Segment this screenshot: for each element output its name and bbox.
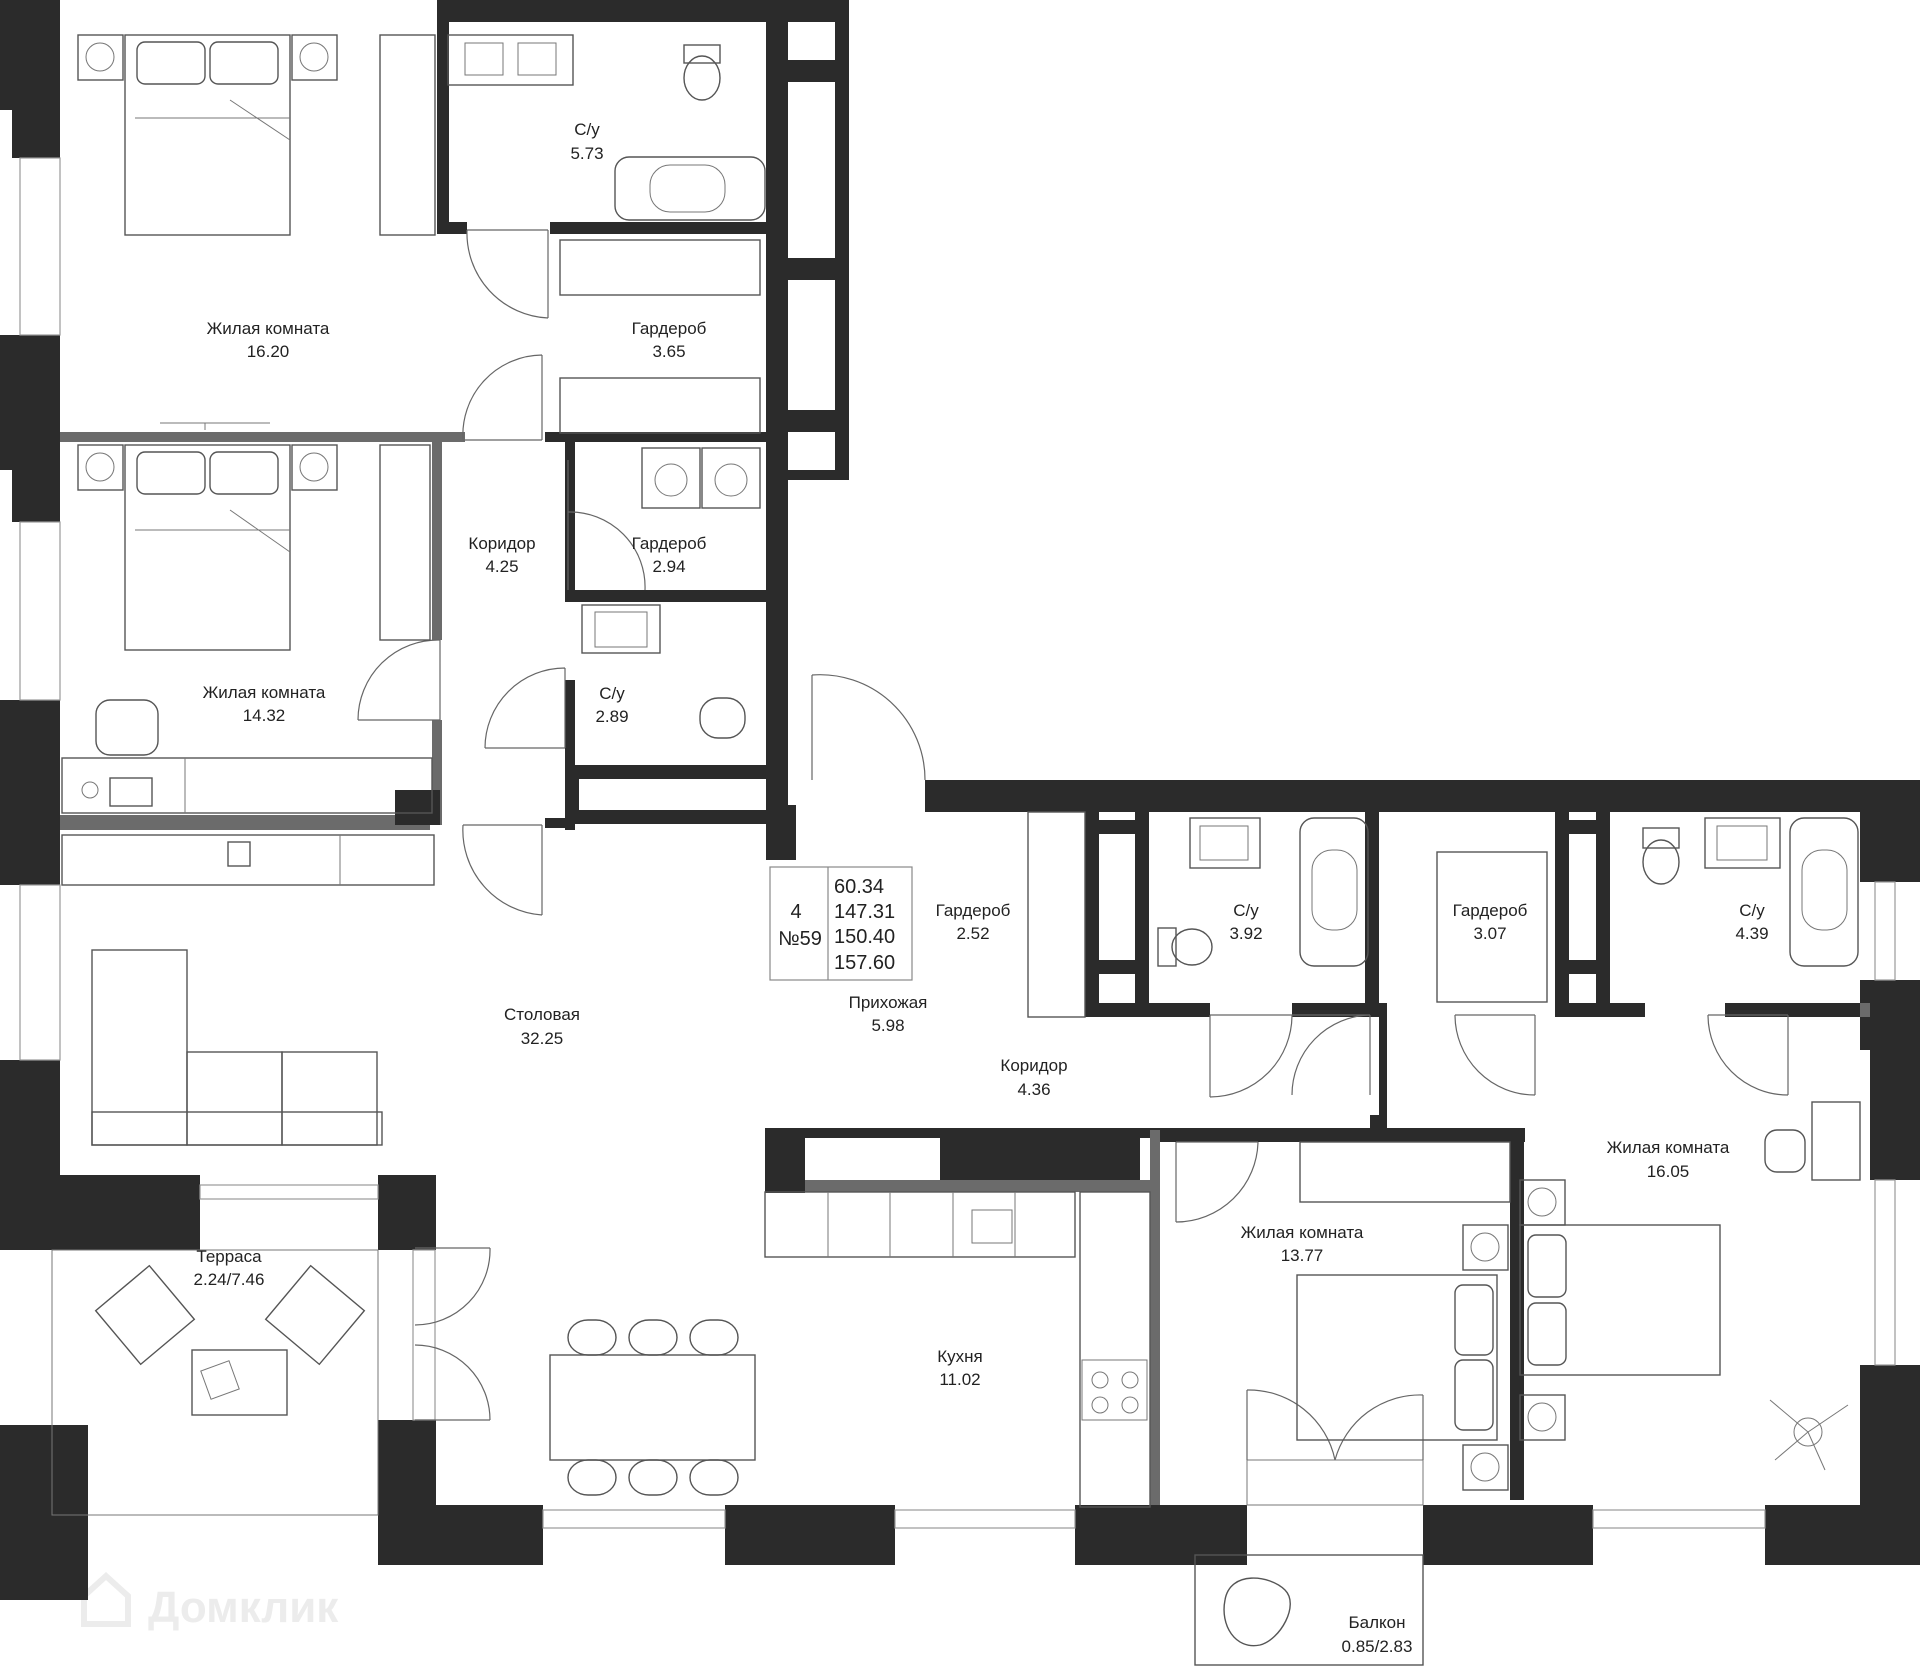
room-area: 3.07 bbox=[1473, 924, 1506, 943]
room-name: Балкон bbox=[1348, 1613, 1405, 1632]
room-area: 2.94 bbox=[652, 557, 685, 576]
room-area: 16.20 bbox=[247, 342, 290, 361]
furniture bbox=[61, 34, 1861, 1647]
room-area: 13.77 bbox=[1281, 1246, 1324, 1265]
room-bathroom-1: С/у 5.73 bbox=[570, 120, 603, 163]
room-area: 3.92 bbox=[1229, 924, 1262, 943]
watermark-text: Домклик bbox=[148, 1583, 339, 1632]
room-name: Гардероб bbox=[632, 319, 707, 338]
room-wardrobe-1: Гардероб 3.65 bbox=[632, 319, 707, 361]
room-area: 5.73 bbox=[570, 144, 603, 163]
info-area-2: 150.40 bbox=[834, 926, 895, 948]
room-name: Гардероб bbox=[1453, 901, 1528, 920]
room-name: Кухня bbox=[937, 1347, 983, 1366]
room-name: Коридор bbox=[468, 534, 535, 553]
room-name: Жилая комната bbox=[203, 683, 326, 702]
house-logo-icon bbox=[81, 1571, 131, 1627]
room-name: С/у bbox=[599, 684, 625, 703]
room-living-room-3: Жилая комната 16.05 bbox=[1607, 1138, 1730, 1181]
room-name: Жилая комната bbox=[207, 319, 330, 338]
room-corridor-2: Коридор 4.36 bbox=[1000, 1056, 1067, 1099]
info-box bbox=[769, 866, 913, 981]
room-labels: С/у 5.73 Жилая комната 16.20 Гардероб 3.… bbox=[194, 120, 1769, 1656]
info-area-3: 157.60 bbox=[834, 952, 895, 974]
room-corridor-1: Коридор 4.25 bbox=[468, 534, 535, 576]
room-terrace: Терраса 2.24/7.46 bbox=[194, 1247, 265, 1289]
room-area: 0.85/2.83 bbox=[1342, 1637, 1413, 1656]
room-living-room-4: Жилая комната 13.77 bbox=[1241, 1223, 1364, 1265]
room-bathroom-4: С/у 4.39 bbox=[1735, 901, 1768, 943]
room-area: 11.02 bbox=[939, 1370, 980, 1389]
room-hallway: Прихожая 5.98 bbox=[849, 993, 928, 1035]
room-balcony: Балкон 0.85/2.83 bbox=[1342, 1613, 1413, 1656]
info-area-1: 147.31 bbox=[834, 901, 895, 923]
doors bbox=[357, 229, 1789, 1461]
room-name: Гардероб bbox=[936, 901, 1011, 920]
room-area: 4.39 bbox=[1735, 924, 1768, 943]
room-area: 3.65 bbox=[652, 342, 685, 361]
room-area: 5.98 bbox=[871, 1016, 904, 1035]
room-area: 16.05 bbox=[1647, 1162, 1690, 1181]
room-area: 4.25 bbox=[485, 557, 518, 576]
room-area: 2.24/7.46 bbox=[194, 1270, 265, 1289]
rooms-count: 4 bbox=[790, 901, 801, 923]
room-name: Коридор bbox=[1000, 1056, 1067, 1075]
apartment-number: №59 bbox=[778, 928, 822, 950]
room-wardrobe-4: Гардероб 3.07 bbox=[1453, 901, 1528, 943]
room-area: 14.32 bbox=[243, 706, 286, 725]
room-bathroom-2: С/у 2.89 bbox=[595, 684, 628, 726]
room-name: С/у bbox=[1739, 901, 1765, 920]
room-name: Прихожая bbox=[849, 993, 928, 1012]
watermark: Домклик bbox=[81, 1571, 339, 1632]
info-area-0: 60.34 bbox=[834, 876, 884, 898]
room-name: С/у bbox=[1233, 901, 1259, 920]
room-area: 32.25 bbox=[521, 1029, 564, 1048]
room-area: 4.36 bbox=[1017, 1080, 1050, 1099]
room-name: Терраса bbox=[196, 1247, 262, 1266]
room-name: Жилая комната bbox=[1607, 1138, 1730, 1157]
room-kitchen: Кухня 11.02 bbox=[937, 1347, 983, 1389]
apartment-info: 4 №59 60.34 147.31 150.40 157.60 bbox=[769, 866, 913, 981]
room-dining-room: Столовая 32.25 bbox=[504, 1005, 580, 1048]
room-area: 2.89 bbox=[595, 707, 628, 726]
room-wardrobe-2: Гардероб 2.94 bbox=[632, 534, 707, 576]
room-name: Жилая комната bbox=[1241, 1223, 1364, 1242]
room-area: 2.52 bbox=[956, 924, 989, 943]
room-bathroom-3: С/у 3.92 bbox=[1229, 901, 1262, 943]
room-wardrobe-3: Гардероб 2.52 bbox=[936, 901, 1011, 943]
room-living-room-1: Жилая комната 16.20 bbox=[207, 319, 330, 361]
room-name: Гардероб bbox=[632, 534, 707, 553]
room-living-room-2: Жилая комната 14.32 bbox=[203, 683, 326, 725]
room-name: С/у bbox=[574, 120, 600, 139]
room-name: Столовая bbox=[504, 1005, 580, 1024]
